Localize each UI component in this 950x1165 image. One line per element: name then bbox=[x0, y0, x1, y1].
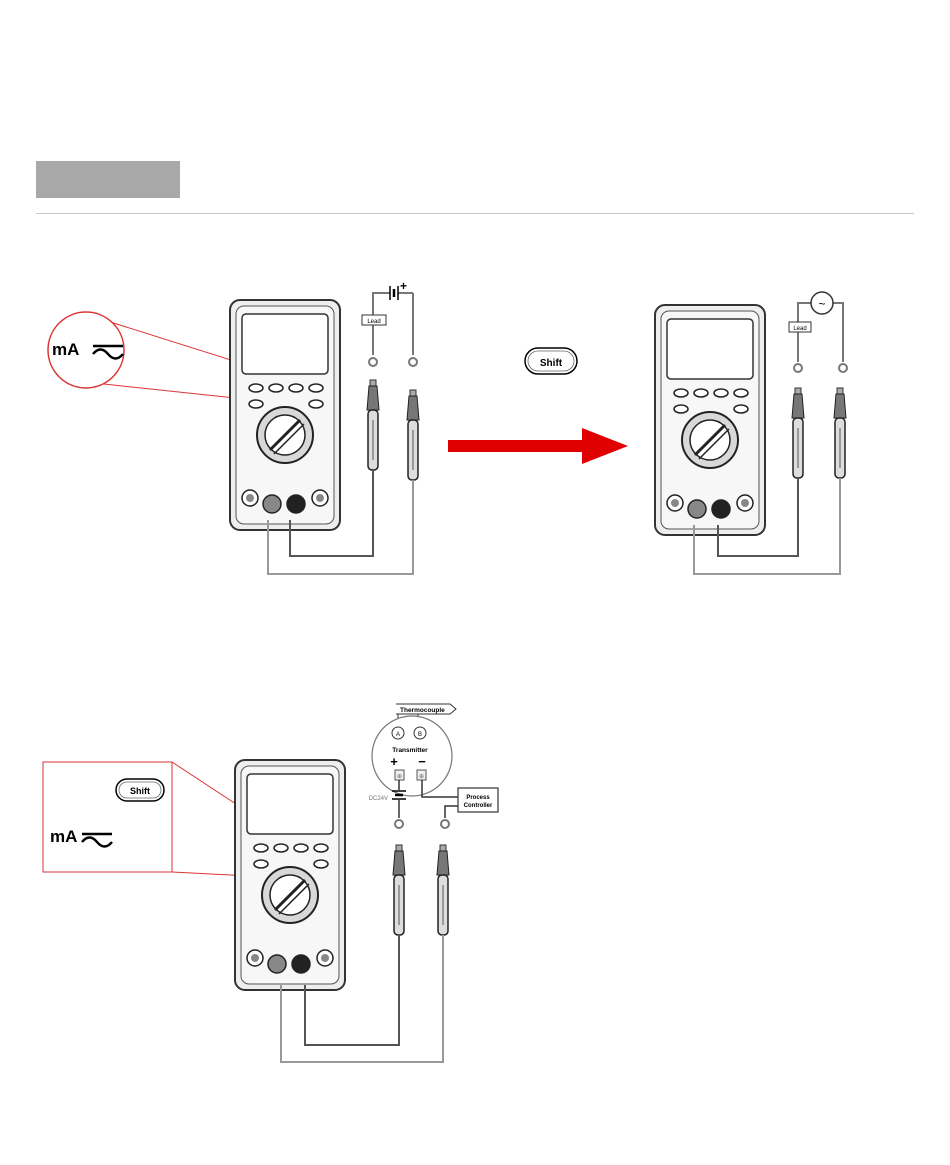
svg-text:⊕: ⊕ bbox=[397, 774, 402, 780]
probe-icon bbox=[393, 845, 405, 935]
ma-symbol: mA bbox=[50, 827, 77, 846]
probe-icon bbox=[407, 390, 419, 480]
ma-symbol: mA bbox=[52, 340, 79, 359]
probe-icon bbox=[834, 388, 846, 478]
probe-icon bbox=[367, 380, 379, 470]
svg-text:Shift: Shift bbox=[130, 786, 150, 796]
svg-text:Process: Process bbox=[466, 795, 490, 801]
multimeter-icon bbox=[230, 300, 340, 530]
transmitter-circle bbox=[372, 716, 452, 796]
figure1-left-diagram: mA + Lead bbox=[48, 279, 419, 574]
ac-source-symbol: ~ bbox=[818, 297, 825, 311]
load-label: Lead bbox=[367, 319, 380, 325]
dc-voltage-label: DC24V bbox=[369, 796, 388, 802]
svg-text:Controller: Controller bbox=[464, 803, 493, 809]
transition-arrow-icon bbox=[448, 428, 628, 464]
transmitter-minus: − bbox=[418, 754, 426, 769]
battery-icon bbox=[390, 286, 398, 300]
multimeter-icon bbox=[655, 305, 765, 535]
svg-text:⊕: ⊕ bbox=[419, 774, 424, 780]
svg-text:B: B bbox=[418, 732, 422, 738]
shift-button: Shift bbox=[525, 348, 577, 374]
load-label: Lead bbox=[793, 326, 806, 332]
svg-text:Shift: Shift bbox=[540, 358, 563, 369]
figure1-right-diagram: ~ Lead bbox=[655, 292, 847, 574]
thermocouple-label: Thermocouple bbox=[400, 707, 445, 714]
figure2-diagram: Shift mA Thermocouple A B Transmitter + … bbox=[43, 704, 498, 1062]
transmitter-plus: + bbox=[390, 754, 398, 769]
probe-icon bbox=[792, 388, 804, 478]
polarity-plus: + bbox=[400, 279, 407, 293]
svg-text:A: A bbox=[396, 732, 400, 738]
multimeter-icon bbox=[235, 760, 345, 990]
transmitter-label: Transmitter bbox=[392, 747, 428, 754]
callout-shift-button: Shift bbox=[116, 779, 164, 801]
probe-icon bbox=[437, 845, 449, 935]
